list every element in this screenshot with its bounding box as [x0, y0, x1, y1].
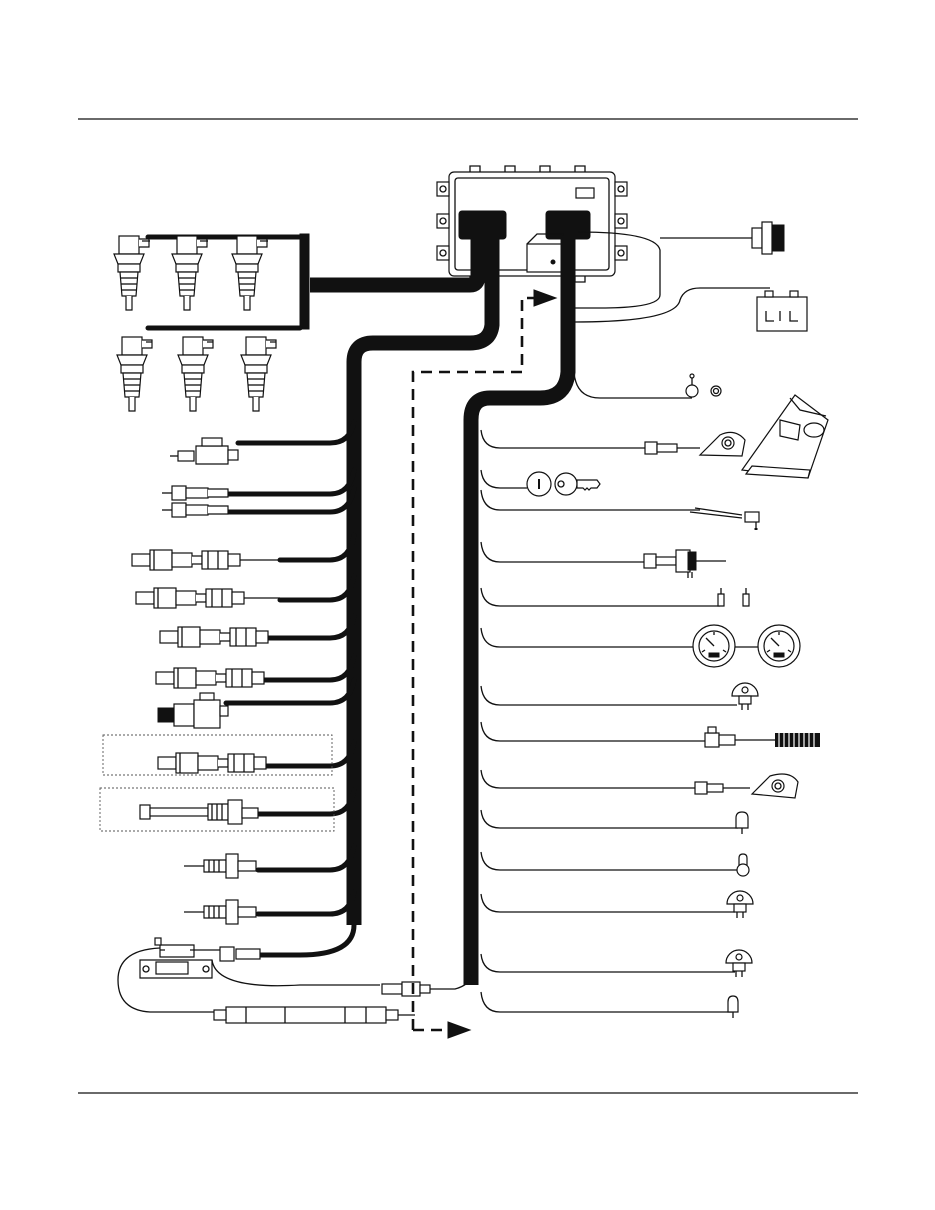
harness-left-tail [255, 922, 357, 958]
sensor-icon [157, 692, 229, 729]
lamp-icon [725, 949, 753, 978]
inline-connector-icon [381, 974, 472, 997]
injector-icon [171, 235, 208, 311]
indicator-icon [735, 811, 749, 834]
sensor-icon [131, 549, 280, 571]
wire-connector-icon [689, 507, 760, 530]
sensor-icon [184, 853, 257, 879]
lamp-icon [717, 588, 750, 607]
relay-icon [756, 290, 808, 332]
left-branches [223, 419, 357, 917]
sensor-icon [155, 667, 265, 689]
switch-icon [685, 373, 722, 398]
sensor-icon [162, 485, 229, 501]
ecm-icon [436, 165, 628, 283]
right-branches [480, 231, 770, 1013]
optional-group-box [99, 787, 335, 832]
speed-sensor-icon [694, 773, 799, 799]
injector-icon [116, 336, 153, 412]
indicator-icon [727, 995, 739, 1018]
injector-icon [240, 336, 277, 412]
fuse-holder-icon [213, 1006, 415, 1024]
injector-icon [113, 235, 150, 311]
data-link-dashed [411, 289, 558, 1039]
injector-icon [231, 235, 268, 311]
warning-lamp-icon [731, 682, 759, 711]
injector-icon [177, 336, 214, 412]
gauge-icon [692, 624, 736, 668]
sensor-icon [135, 587, 280, 609]
toggle-switch-icon [736, 853, 750, 877]
injector-harness [145, 233, 310, 331]
sensor-icon [184, 899, 257, 925]
harness-right [463, 236, 576, 985]
throttle-pedal-icon [740, 394, 829, 479]
sensor-icon [159, 626, 269, 648]
sensor-icon [157, 752, 267, 774]
sensor-icon [139, 799, 259, 825]
sensor-icon [162, 502, 229, 518]
pressure-sender-icon [643, 549, 726, 578]
connector-icon [751, 221, 785, 255]
lamp-icon [726, 890, 754, 919]
tach-sender-icon [704, 726, 820, 748]
gauge-icon [757, 624, 801, 668]
sensor-icon [644, 431, 746, 457]
key-switch-icon [526, 471, 601, 497]
sensor-icon [170, 437, 239, 465]
fuel-heater-icon [117, 937, 380, 1013]
optional-group-box [102, 734, 333, 776]
